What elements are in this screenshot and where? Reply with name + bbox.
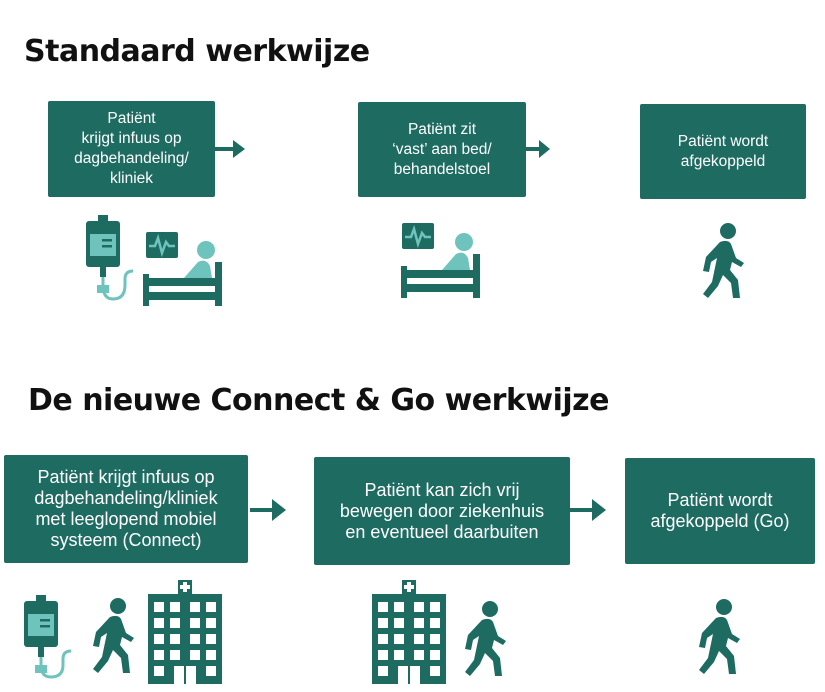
standard-step-2-text: Patiënt zit ‘vast’ aan bed/ behandelstoe… [392, 120, 492, 178]
arrow-right-icon [250, 499, 286, 521]
walking-person-icon [703, 223, 744, 298]
standard-step-1-box: Patiënt krijgt infuus op dagbehandeling/… [48, 101, 215, 197]
patient-in-bed-icon [143, 241, 222, 306]
connect-go-step-1-text: Patiënt krijgt infuus op dagbehandeling/… [34, 467, 218, 550]
hospital-building-icon [148, 580, 222, 684]
connect-go-step-2-text: Patiënt kan zich vrij bewegen door zieke… [339, 479, 545, 542]
walking-person-icon [699, 599, 740, 674]
heart-monitor-icon [146, 232, 178, 258]
connect-go-step-1-box: Patiënt krijgt infuus op dagbehandeling/… [4, 455, 248, 563]
standard-step-2-box: Patiënt zit ‘vast’ aan bed/ behandelstoe… [358, 102, 526, 197]
heart-monitor-icon [402, 223, 434, 249]
connect-go-step-3-text: Patiënt wordt afgekoppeld (Go) [650, 490, 790, 531]
arrow-right-icon [525, 140, 550, 158]
arrow-right-icon [570, 499, 606, 521]
iv-bag-icon [86, 215, 134, 301]
walking-person-icon [93, 598, 134, 673]
patient-in-bed-icon [401, 233, 480, 298]
standard-step-3-box: Patiënt wordt afgekoppeld [640, 104, 806, 199]
standard-workflow-title: Standaard werkwijze [24, 34, 370, 69]
standard-step-3-text: Patiënt wordt afgekoppeld [677, 132, 769, 170]
iv-bag-icon [24, 595, 72, 679]
connect-go-step-3-box: Patiënt wordt afgekoppeld (Go) [625, 458, 815, 564]
standard-step-1-text: Patiënt krijgt infuus op dagbehandeling/… [74, 110, 189, 187]
arrow-right-icon [214, 140, 245, 158]
walking-person-icon [465, 601, 506, 676]
connect-go-step-2-box: Patiënt kan zich vrij bewegen door zieke… [314, 457, 570, 565]
connect-go-workflow-title: De nieuwe Connect & Go werkwijze [28, 383, 609, 418]
hospital-building-icon [372, 580, 446, 684]
